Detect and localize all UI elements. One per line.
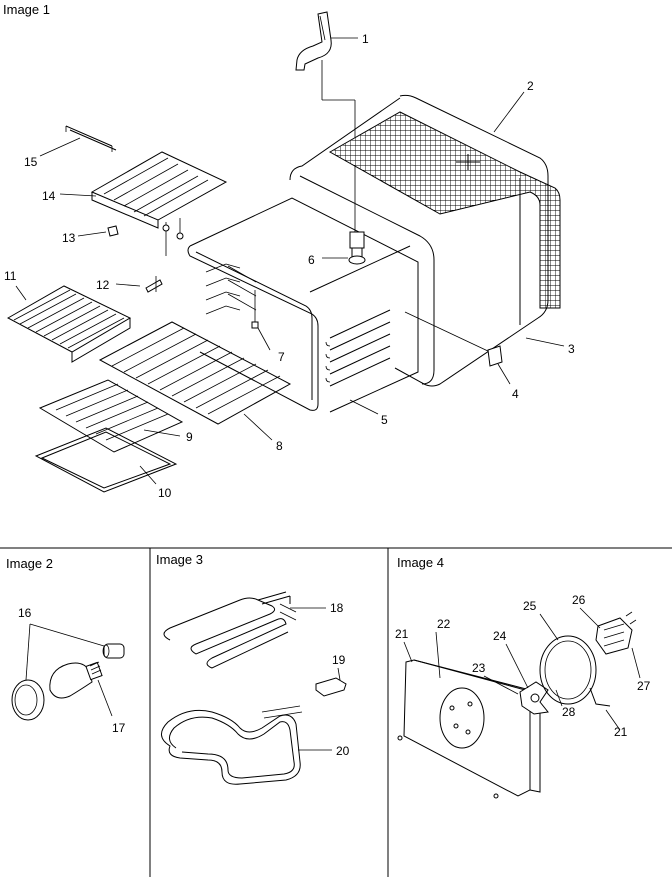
part-25-fan-shroud bbox=[539, 635, 611, 707]
image3-title: Image 3 bbox=[156, 552, 203, 567]
image1-panel: Image 1 bbox=[3, 2, 575, 500]
image2-leaders bbox=[25, 623, 113, 717]
callout-5: 5 bbox=[381, 413, 388, 427]
part-19-connector bbox=[315, 677, 347, 697]
callout-13: 13 bbox=[62, 231, 76, 245]
part-12-pin bbox=[145, 276, 163, 293]
part-3-outer-body bbox=[289, 94, 549, 387]
part-10-broiler-pan bbox=[34, 427, 178, 493]
part-8-oven-rack bbox=[98, 321, 292, 425]
callout-19: 19 bbox=[332, 653, 346, 667]
callout-3: 3 bbox=[568, 342, 575, 356]
panel-borders bbox=[0, 547, 672, 877]
image4-panel: Image 4 bbox=[395, 555, 651, 799]
callout-11: 11 bbox=[4, 269, 17, 283]
callout-25: 25 bbox=[523, 599, 537, 613]
image4-leaders bbox=[403, 607, 641, 731]
image2-title: Image 2 bbox=[6, 556, 53, 571]
callout-27: 27 bbox=[637, 679, 651, 693]
part-13-clip bbox=[107, 225, 119, 237]
part-11-rack bbox=[6, 285, 132, 363]
callout-20: 20 bbox=[336, 744, 350, 758]
callout-6: 6 bbox=[308, 253, 315, 267]
callout-9: 9 bbox=[186, 430, 193, 444]
part-15-bracket bbox=[65, 125, 117, 152]
callout-23: 23 bbox=[472, 661, 486, 675]
callout-12: 12 bbox=[96, 278, 110, 292]
callout-15: 15 bbox=[24, 155, 38, 169]
callout-24: 24 bbox=[493, 629, 507, 643]
callout-2: 2 bbox=[527, 79, 534, 93]
callout-28: 28 bbox=[562, 705, 576, 719]
callout-14: 14 bbox=[42, 189, 56, 203]
callout-22: 22 bbox=[437, 617, 451, 631]
image3-panel: Image 3 18 19 20 bbox=[156, 552, 350, 785]
callout-8: 8 bbox=[276, 439, 283, 453]
part-16-lens-cover bbox=[11, 643, 125, 721]
part-2-insulation-blanket bbox=[328, 111, 561, 309]
callout-1: 1 bbox=[362, 32, 369, 46]
callout-7: 7 bbox=[278, 350, 285, 364]
image3-leaders bbox=[290, 607, 341, 751]
callout-10: 10 bbox=[158, 486, 172, 500]
callout-4: 4 bbox=[512, 387, 519, 401]
part-6-light-socket bbox=[348, 231, 366, 265]
callout-18: 18 bbox=[330, 601, 344, 615]
image4-title: Image 4 bbox=[397, 555, 444, 570]
part-20-bake-element bbox=[161, 705, 303, 785]
part-5-oven-liner bbox=[187, 197, 491, 413]
image1-leaders bbox=[15, 37, 565, 485]
callout-16: 16 bbox=[18, 606, 32, 620]
part-17-light-bulb bbox=[49, 661, 103, 699]
part-7-sensor bbox=[251, 290, 259, 329]
callout-21-right: 21 bbox=[614, 725, 628, 739]
callout-26: 26 bbox=[572, 593, 586, 607]
callout-21-left: 21 bbox=[395, 627, 409, 641]
image1-title: Image 1 bbox=[3, 2, 50, 17]
part-26-fan-motor bbox=[595, 611, 637, 655]
part-23-fan-blade bbox=[519, 681, 549, 715]
part-22-back-panel bbox=[397, 659, 541, 799]
image2-panel: Image 2 16 17 bbox=[6, 556, 126, 735]
part-14-broil-tray bbox=[90, 151, 228, 256]
part-4-bracket bbox=[487, 345, 503, 367]
part-18-broil-element bbox=[163, 591, 297, 669]
callout-17: 17 bbox=[112, 721, 126, 735]
part-9-broiler-insert bbox=[38, 379, 184, 453]
